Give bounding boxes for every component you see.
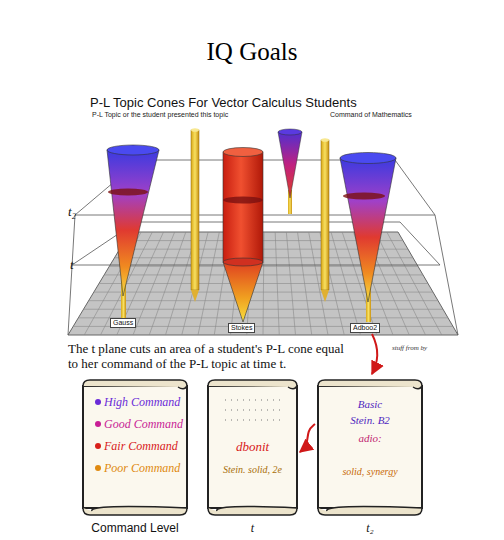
figure-note: P-L Topic or the student presented this … bbox=[92, 111, 228, 119]
legend-swatch bbox=[95, 421, 101, 427]
scroll-roll bbox=[208, 507, 297, 515]
pl-cylinder bbox=[223, 148, 263, 323]
parchment bbox=[83, 386, 187, 508]
scroll-caption: t₂ bbox=[366, 522, 374, 535]
time-label: t bbox=[70, 258, 74, 273]
scroll-entry: dbonit bbox=[236, 440, 269, 454]
pointer-arrow bbox=[300, 424, 315, 452]
legend-row: High Command bbox=[95, 390, 183, 412]
figure-caption: The t plane cuts an area of a student's … bbox=[68, 342, 356, 372]
axis-line bbox=[68, 215, 75, 335]
legend-text: High Command bbox=[104, 395, 180, 409]
pl-cone bbox=[278, 129, 302, 214]
legend-text: Fair Command bbox=[104, 439, 178, 453]
scroll-entry: Stein. solid, 2e bbox=[223, 464, 282, 475]
legend-row: Poor Command bbox=[95, 456, 183, 478]
topic-tag: Gauss bbox=[110, 318, 136, 328]
signature: stuff from by bbox=[392, 344, 427, 352]
grid-line bbox=[89, 300, 438, 301]
scroll-panel: dbonitStein. solid, 2e t bbox=[205, 378, 300, 538]
dotted-rule bbox=[225, 400, 280, 401]
scroll-entry: Basic bbox=[358, 398, 382, 410]
scroll-entry: Stein. B2 bbox=[350, 414, 390, 426]
scroll-roll bbox=[83, 507, 187, 515]
legend-row: Fair Command bbox=[95, 434, 183, 456]
legend-swatch bbox=[95, 399, 101, 405]
pl-cone bbox=[107, 145, 159, 318]
slide-title: IQ Goals bbox=[0, 38, 504, 67]
legend-swatch bbox=[95, 465, 101, 471]
time-label: t₂ bbox=[68, 205, 76, 220]
legend-swatch bbox=[95, 443, 101, 449]
figure-heading: P-L Topic Cones For Vector Calculus Stud… bbox=[90, 96, 357, 111]
parchment bbox=[208, 386, 297, 508]
figure-note: Command of Mathematics bbox=[330, 111, 412, 119]
scroll-panel: BasicStein. B2 adio: solid, synergy t₂ bbox=[315, 378, 425, 538]
dotted-rule bbox=[225, 410, 280, 411]
scroll-roll bbox=[83, 380, 187, 389]
legend-text: Poor Command bbox=[104, 461, 180, 475]
parchment bbox=[318, 386, 422, 508]
scroll-roll bbox=[318, 507, 422, 515]
pl-pencil bbox=[321, 138, 329, 302]
scroll-entry: solid, synergy bbox=[342, 466, 397, 477]
scroll-roll bbox=[208, 380, 297, 389]
topic-tag: Stokes bbox=[228, 323, 255, 333]
topic-tag: Adboo2 bbox=[350, 323, 380, 333]
axis-line bbox=[435, 215, 458, 335]
pl-cone bbox=[340, 153, 396, 323]
pl-pencil bbox=[191, 128, 199, 302]
command-legend: High CommandGood CommandFair CommandPoor… bbox=[95, 390, 183, 478]
grid-line bbox=[99, 283, 428, 284]
leader-arrow bbox=[372, 334, 377, 374]
legend-row: Good Command bbox=[95, 412, 183, 434]
legend-text: Good Command bbox=[104, 417, 183, 431]
dotted-rule bbox=[225, 420, 280, 421]
grid-line bbox=[104, 274, 423, 275]
scroll-roll bbox=[318, 380, 422, 389]
scroll-entry: adio: bbox=[358, 432, 381, 444]
scroll-caption: t bbox=[251, 522, 254, 535]
grid-line bbox=[84, 309, 444, 310]
scroll-caption: Command Level bbox=[91, 522, 178, 535]
grid-line bbox=[94, 292, 433, 293]
